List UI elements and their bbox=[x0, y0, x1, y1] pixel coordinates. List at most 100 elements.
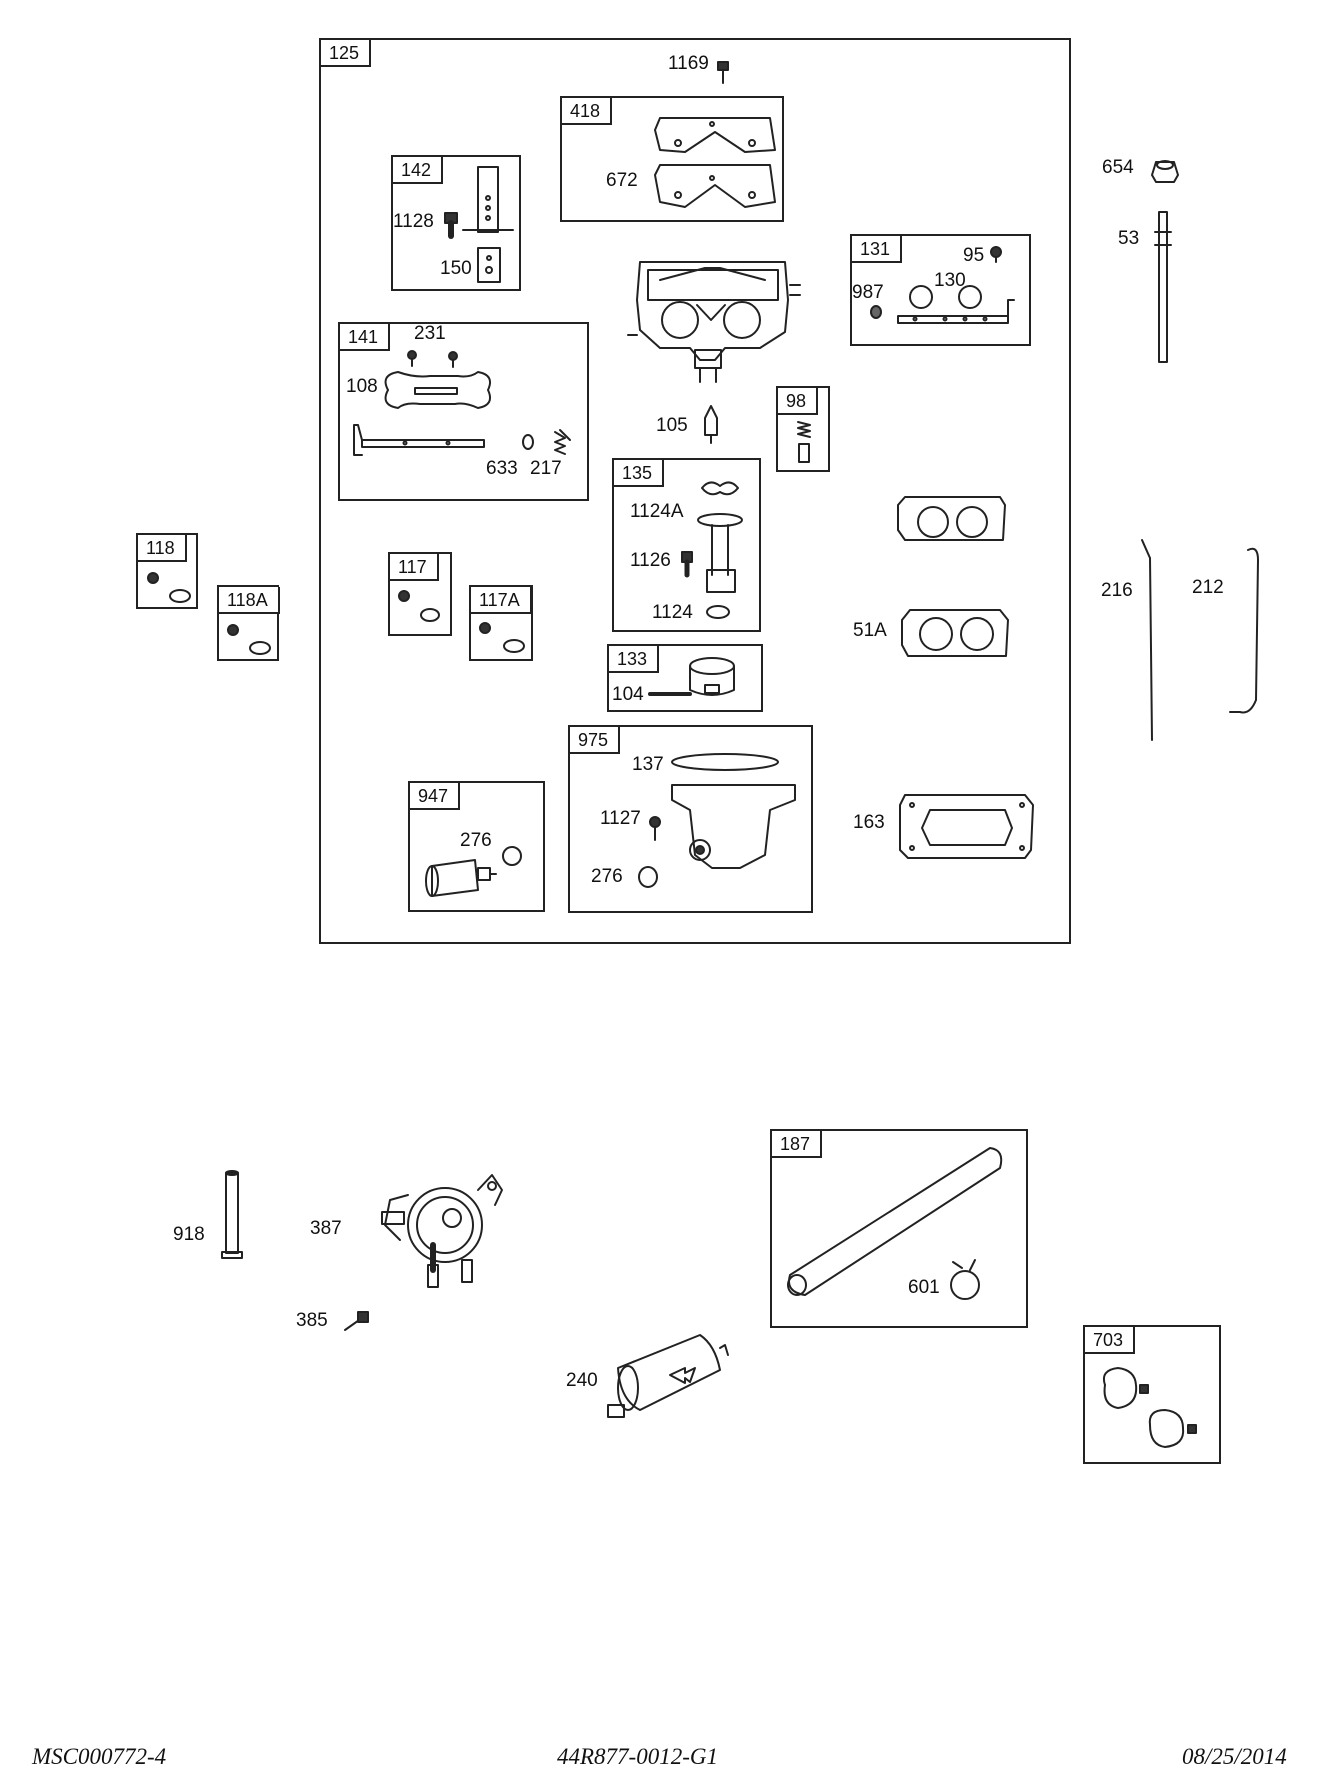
label-1169[interactable]: 1169 bbox=[668, 53, 709, 74]
kit-141-tag[interactable]: 141 bbox=[340, 324, 391, 351]
label-104[interactable]: 104 bbox=[612, 684, 644, 705]
part-385-screw[interactable] bbox=[344, 1311, 369, 1331]
kit-187-tag[interactable]: 187 bbox=[772, 1131, 823, 1158]
part-387-fuel-pump[interactable] bbox=[381, 1174, 503, 1288]
part-1128-screw[interactable] bbox=[444, 212, 458, 239]
label-130[interactable]: 130 bbox=[934, 270, 966, 291]
label-987[interactable]: 987 bbox=[852, 282, 884, 303]
kit-118a-tag[interactable]: 118A bbox=[219, 587, 280, 614]
part-141-shaft[interactable] bbox=[353, 424, 485, 456]
label-137[interactable]: 137 bbox=[632, 754, 664, 775]
part-217-spring[interactable] bbox=[554, 429, 571, 455]
label-240[interactable]: 240 bbox=[566, 1370, 598, 1391]
part-1127-screw[interactable] bbox=[649, 816, 661, 841]
part-212-rod[interactable] bbox=[1229, 547, 1259, 714]
part-1169-screw[interactable] bbox=[717, 61, 729, 84]
label-387[interactable]: 387 bbox=[310, 1218, 342, 1239]
part-137-gasket[interactable] bbox=[671, 753, 779, 771]
kit-98-tag[interactable]: 98 bbox=[778, 388, 819, 415]
part-95-screw[interactable] bbox=[990, 246, 1002, 263]
part-601-clamp[interactable] bbox=[950, 1259, 980, 1300]
label-633[interactable]: 633 bbox=[486, 458, 518, 479]
part-53-shaft[interactable] bbox=[1154, 211, 1172, 363]
kit-975-tag[interactable]: 975 bbox=[570, 727, 621, 754]
label-1128[interactable]: 1128 bbox=[393, 211, 434, 232]
part-947-solenoid[interactable] bbox=[425, 859, 497, 897]
part-135-float[interactable] bbox=[697, 513, 743, 593]
part-118a-screw-washer[interactable] bbox=[227, 624, 271, 655]
label-276-b[interactable]: 276 bbox=[460, 830, 492, 851]
part-918-line[interactable] bbox=[221, 1170, 243, 1259]
kit-118-tag[interactable]: 118 bbox=[138, 535, 187, 562]
part-276-washer-b[interactable] bbox=[502, 846, 522, 866]
kit-135-tag[interactable]: 135 bbox=[614, 460, 665, 487]
label-1124[interactable]: 1124 bbox=[652, 602, 693, 623]
kit-131-frame: 131 bbox=[850, 234, 1031, 346]
kit-135-frame: 135 bbox=[612, 458, 761, 632]
kit-418-tag[interactable]: 418 bbox=[562, 98, 613, 125]
kit-117-frame: 117 bbox=[388, 552, 452, 636]
assembly-125-tag[interactable]: 125 bbox=[321, 40, 372, 67]
label-51a[interactable]: 51A bbox=[853, 620, 887, 641]
label-105[interactable]: 105 bbox=[656, 415, 688, 436]
part-240-fuel-filter[interactable] bbox=[607, 1334, 729, 1418]
label-217[interactable]: 217 bbox=[530, 458, 562, 479]
part-1126-screw[interactable] bbox=[681, 551, 693, 578]
label-150[interactable]: 150 bbox=[440, 258, 472, 279]
label-108[interactable]: 108 bbox=[346, 376, 378, 397]
part-142-plate[interactable] bbox=[462, 166, 514, 283]
part-1124a-float-hinge[interactable] bbox=[701, 481, 739, 496]
part-987-washer[interactable] bbox=[870, 305, 882, 319]
label-918[interactable]: 918 bbox=[173, 1224, 205, 1245]
kit-133-tag[interactable]: 133 bbox=[609, 646, 660, 673]
part-975-bowl[interactable] bbox=[671, 784, 796, 869]
part-216-rod[interactable] bbox=[1141, 539, 1153, 741]
part-231-screws[interactable] bbox=[407, 350, 458, 368]
kit-703-tag[interactable]: 703 bbox=[1085, 1327, 1136, 1354]
label-654[interactable]: 654 bbox=[1102, 157, 1134, 178]
part-98-spring[interactable] bbox=[797, 421, 811, 463]
kit-131-tag[interactable]: 131 bbox=[852, 236, 903, 263]
kit-947-tag[interactable]: 947 bbox=[410, 783, 461, 810]
part-131-linkage[interactable] bbox=[897, 285, 1015, 324]
part-117a-screw-washer[interactable] bbox=[479, 622, 525, 653]
kit-141-frame: 141 bbox=[338, 322, 589, 501]
label-212[interactable]: 212 bbox=[1192, 577, 1224, 598]
part-703-clamps[interactable] bbox=[1102, 1367, 1197, 1448]
part-163-gasket[interactable] bbox=[899, 794, 1034, 859]
label-276-a[interactable]: 276 bbox=[591, 866, 623, 887]
part-1124-oring[interactable] bbox=[706, 605, 730, 619]
footer-model-number: 44R877-0012-G1 bbox=[557, 1744, 718, 1769]
part-108-plate[interactable] bbox=[384, 371, 491, 409]
label-1124a[interactable]: 1124A bbox=[630, 501, 684, 522]
label-95[interactable]: 95 bbox=[963, 245, 985, 266]
part-105-needle[interactable] bbox=[704, 405, 718, 444]
part-187-hose[interactable] bbox=[787, 1147, 1003, 1296]
label-1127[interactable]: 1127 bbox=[600, 808, 641, 829]
kit-142-tag[interactable]: 142 bbox=[393, 157, 444, 184]
part-118-screw-washer[interactable] bbox=[147, 572, 191, 603]
label-216[interactable]: 216 bbox=[1101, 580, 1133, 601]
kit-418-frame: 418 bbox=[560, 96, 784, 222]
carburetor-body[interactable] bbox=[627, 261, 801, 383]
kit-117a-tag[interactable]: 117A bbox=[471, 587, 532, 614]
part-633-washer[interactable] bbox=[522, 434, 534, 450]
label-231[interactable]: 231 bbox=[414, 323, 446, 344]
part-gasket-upper[interactable] bbox=[897, 496, 1006, 541]
assembly-125-frame: 125 bbox=[319, 38, 1071, 944]
label-601[interactable]: 601 bbox=[908, 1277, 940, 1298]
part-117-screw-washer[interactable] bbox=[398, 590, 440, 622]
part-276-washer-a[interactable] bbox=[638, 866, 658, 888]
part-51a-gasket[interactable] bbox=[901, 609, 1009, 657]
part-672-gaskets[interactable] bbox=[654, 117, 776, 208]
label-1126[interactable]: 1126 bbox=[630, 550, 671, 571]
kit-187-frame: 187 bbox=[770, 1129, 1028, 1328]
label-385[interactable]: 385 bbox=[296, 1310, 328, 1331]
label-163[interactable]: 163 bbox=[853, 812, 885, 833]
kit-117-tag[interactable]: 117 bbox=[390, 554, 439, 581]
label-53[interactable]: 53 bbox=[1118, 228, 1140, 249]
label-672[interactable]: 672 bbox=[606, 170, 638, 191]
part-133-bowl[interactable] bbox=[689, 657, 735, 696]
part-654-nut[interactable] bbox=[1151, 160, 1179, 183]
